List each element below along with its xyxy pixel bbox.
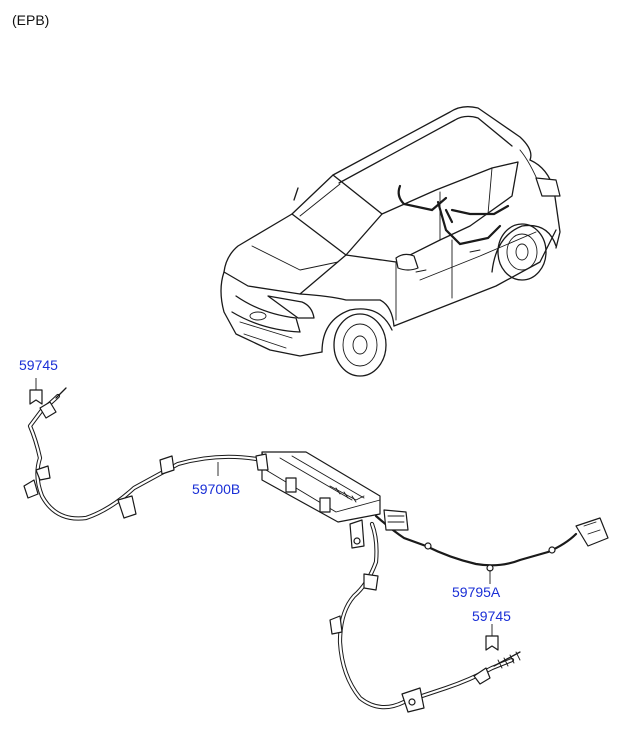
- part-label-clip-lower-right[interactable]: 59745: [472, 608, 511, 624]
- epb-cable-assembly: [23, 387, 609, 713]
- part-label-clip-upper-left[interactable]: 59745: [19, 357, 58, 373]
- clip-upper-left-drawing: [29, 378, 43, 405]
- diagram-title: (EPB): [12, 12, 50, 28]
- part-label-wiring-harness[interactable]: 59795A: [452, 584, 501, 600]
- clip-lower-right-drawing: [485, 624, 499, 651]
- part-label-epb-actuator-cable[interactable]: 59700B: [192, 481, 241, 497]
- vehicle-illustration: [220, 106, 561, 377]
